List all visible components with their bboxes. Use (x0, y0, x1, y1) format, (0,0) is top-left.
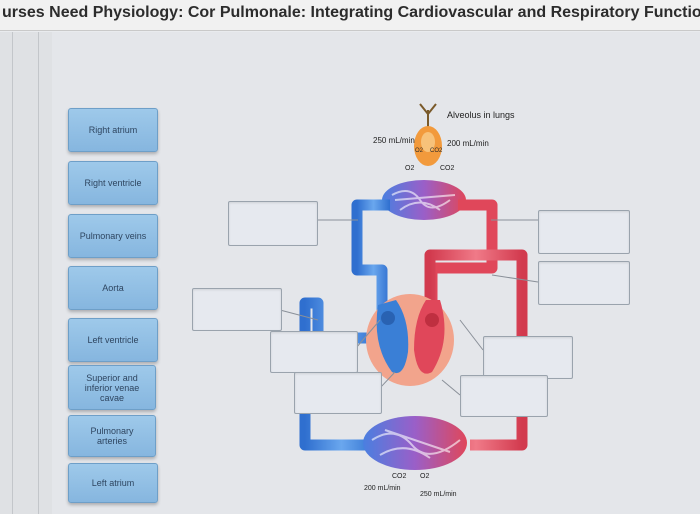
rail-divider (12, 32, 13, 514)
flow-in-top: 250 mL/min (373, 136, 415, 145)
label-pulmonary-veins[interactable]: Pulmonary veins (68, 214, 158, 258)
label-left-atrium[interactable]: Left atrium (68, 463, 158, 503)
flow-out-bottom: 200 mL/min (364, 485, 401, 492)
pulmonary-artery-vessel (351, 199, 390, 330)
aorta-vessel (424, 249, 528, 451)
label-left-ventricle[interactable]: Left ventricle (68, 318, 158, 362)
page-title: urses Need Physiology: Cor Pulmonale: In… (2, 4, 700, 21)
label-venae-cavae[interactable]: Superior and inferior venae cavae (68, 365, 156, 410)
o2-label-top: O2 (415, 148, 424, 154)
o2-badge: O2 (405, 165, 414, 172)
systemic-capillary-bed (363, 416, 467, 470)
drop-target-8[interactable] (460, 375, 548, 417)
lung-capillary-bed (382, 180, 466, 220)
flow-in-bottom: 250 mL/min (420, 491, 457, 498)
drop-target-1[interactable] (228, 201, 318, 246)
left-rail (0, 32, 53, 514)
co2-bottom: CO2 (392, 473, 407, 480)
drop-target-7[interactable] (294, 372, 382, 414)
flow-out-top: 200 mL/min (447, 139, 489, 148)
drop-target-2[interactable] (538, 210, 630, 254)
label-aorta[interactable]: Aorta (68, 266, 158, 310)
title-bar: urses Need Physiology: Cor Pulmonale: In… (0, 0, 700, 31)
label-pulmonary-arteries[interactable]: Pulmonary arteries (68, 415, 156, 457)
drop-target-6[interactable] (483, 336, 573, 379)
drop-target-3[interactable] (538, 261, 630, 305)
drop-target-4[interactable] (192, 288, 282, 331)
label-right-ventricle[interactable]: Right ventricle (68, 161, 158, 205)
connector-lines (279, 219, 539, 396)
alveolus-icon (414, 103, 442, 166)
rail-divider (38, 32, 39, 514)
co2-badge: CO2 (440, 165, 455, 172)
alveolus-label: Alveolus in lungs (447, 110, 515, 120)
heart-icon (366, 294, 454, 386)
o2-bottom: O2 (420, 473, 429, 480)
co2-label-top: CO2 (430, 148, 443, 154)
label-right-atrium[interactable]: Right atrium (68, 108, 158, 152)
drop-target-5[interactable] (270, 331, 358, 373)
